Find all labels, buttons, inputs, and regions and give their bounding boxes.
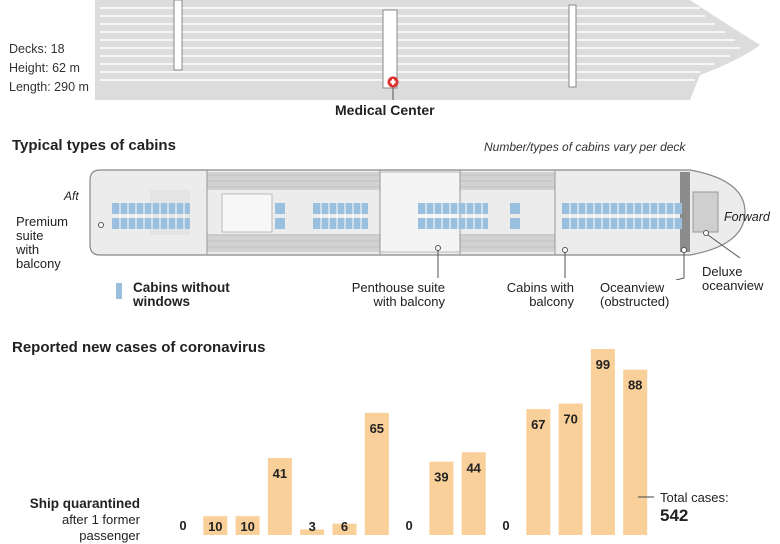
callout-penthouse: Penthouse suite with balcony: [335, 281, 445, 309]
deck-section: [692, 191, 719, 233]
quarantine-line: Ship quarantined: [29, 496, 140, 511]
bar: [558, 403, 583, 535]
ship-spec-decks: Decks: 18: [9, 42, 65, 56]
bar: [300, 529, 325, 535]
bar-value-label: 65: [370, 421, 384, 436]
quarantine-line: passenger: [79, 528, 140, 543]
callout-line: Cabins with: [506, 280, 574, 295]
total-cases-value: 542: [660, 506, 689, 525]
callout-line: balcony: [16, 256, 61, 271]
callout-line: balcony: [529, 294, 574, 309]
bar: [235, 516, 260, 535]
bar-value-label: 10: [208, 519, 222, 534]
bar: [332, 523, 357, 535]
ship-side-view: [95, 0, 760, 100]
bar-value-label: 0: [179, 518, 186, 533]
cabins-note: Number/types of cabins vary per deck: [484, 140, 686, 154]
legend-cabin-swatch: [116, 283, 122, 299]
callout-line: Oceanview: [600, 280, 665, 295]
bar: [364, 412, 389, 535]
callout-line: Deluxe: [702, 264, 743, 279]
bar-value-label: 10: [240, 519, 254, 534]
forward-label: Forward: [724, 210, 770, 224]
bar: [267, 458, 292, 535]
bar-value-label: 99: [596, 357, 610, 372]
hull-section-marker: [568, 4, 577, 88]
callout-line: Premium: [16, 214, 69, 229]
bar: [623, 369, 648, 535]
deck-section: [680, 172, 690, 252]
medical-center-label: Medical Center: [335, 102, 435, 118]
callout-marker: [435, 245, 441, 251]
ship-spec-length: Length: 290 m: [9, 80, 89, 94]
bar-value-label: 39: [434, 470, 448, 485]
bar-value-label: 6: [341, 519, 348, 534]
bar: [461, 452, 486, 535]
bar-value-label: 70: [563, 412, 577, 427]
bar-value-label: 67: [531, 417, 545, 432]
bar: [526, 409, 551, 535]
bars-layer: 0 10 10 41 3 6 65 0 39 44 0 67 70 99 88: [179, 349, 648, 535]
callout-balcony: Cabins with balcony: [490, 281, 574, 309]
callout-marker: [98, 222, 104, 228]
callout-line: with: [16, 242, 40, 257]
bar-value-label: 3: [309, 519, 316, 534]
callout-deluxe-oceanview: Deluxe oceanview: [702, 265, 763, 293]
bar: [429, 461, 454, 535]
hull-section-marker: [173, 0, 183, 71]
callout-oceanview-obstructed: Oceanview (obstructed): [600, 281, 669, 309]
quarantine-note: Ship quarantined after 1 former passenge…: [0, 496, 140, 544]
cases-section-title: Reported new cases of coronavirus: [12, 339, 266, 356]
medical-deck-marker: [382, 9, 398, 89]
callout-line: Penthouse suite: [351, 280, 445, 295]
callout-marker: [681, 247, 687, 253]
bar-value-label: 0: [405, 518, 412, 533]
callout-line: suite: [16, 228, 44, 243]
ship-hull: [95, 0, 760, 100]
callout-line: oceanview: [702, 278, 764, 293]
bar-value-label: 88: [628, 378, 642, 393]
quarantine-line: after 1 former: [61, 512, 140, 527]
cabins-without-windows: [112, 203, 682, 229]
deck-section: [460, 172, 555, 190]
cabins-section-title: Typical types of cabins: [12, 137, 176, 154]
medical-cross-icon: [387, 76, 399, 88]
callout-line: (obstructed): [600, 294, 670, 309]
bar: [203, 516, 228, 535]
deck-plan: [89, 169, 746, 280]
callout-marker: [562, 247, 568, 253]
bar-value-label: 0: [502, 518, 509, 533]
bar-value-label: 44: [466, 460, 481, 475]
deck-section: [460, 234, 555, 252]
legend-label: Cabins without windows: [133, 280, 230, 309]
total-cases-label: Total cases:: [660, 490, 729, 505]
callout-marker: [703, 230, 709, 236]
bar: [590, 349, 615, 535]
callout-line: with balcony: [373, 294, 445, 309]
bar-value-label: 41: [273, 466, 287, 481]
deck-section: [207, 172, 380, 190]
deck-section: [207, 234, 380, 252]
aft-label: Aft: [64, 189, 79, 203]
callout-premium-suite: Premium suite with balcony: [16, 215, 68, 271]
cases-bar-chart: 0 10 10 41 3 6 65 0 39 44 0 67 70 99 88: [179, 349, 654, 535]
deck-section: [221, 193, 273, 233]
ship-spec-height: Height: 62 m: [9, 61, 80, 75]
